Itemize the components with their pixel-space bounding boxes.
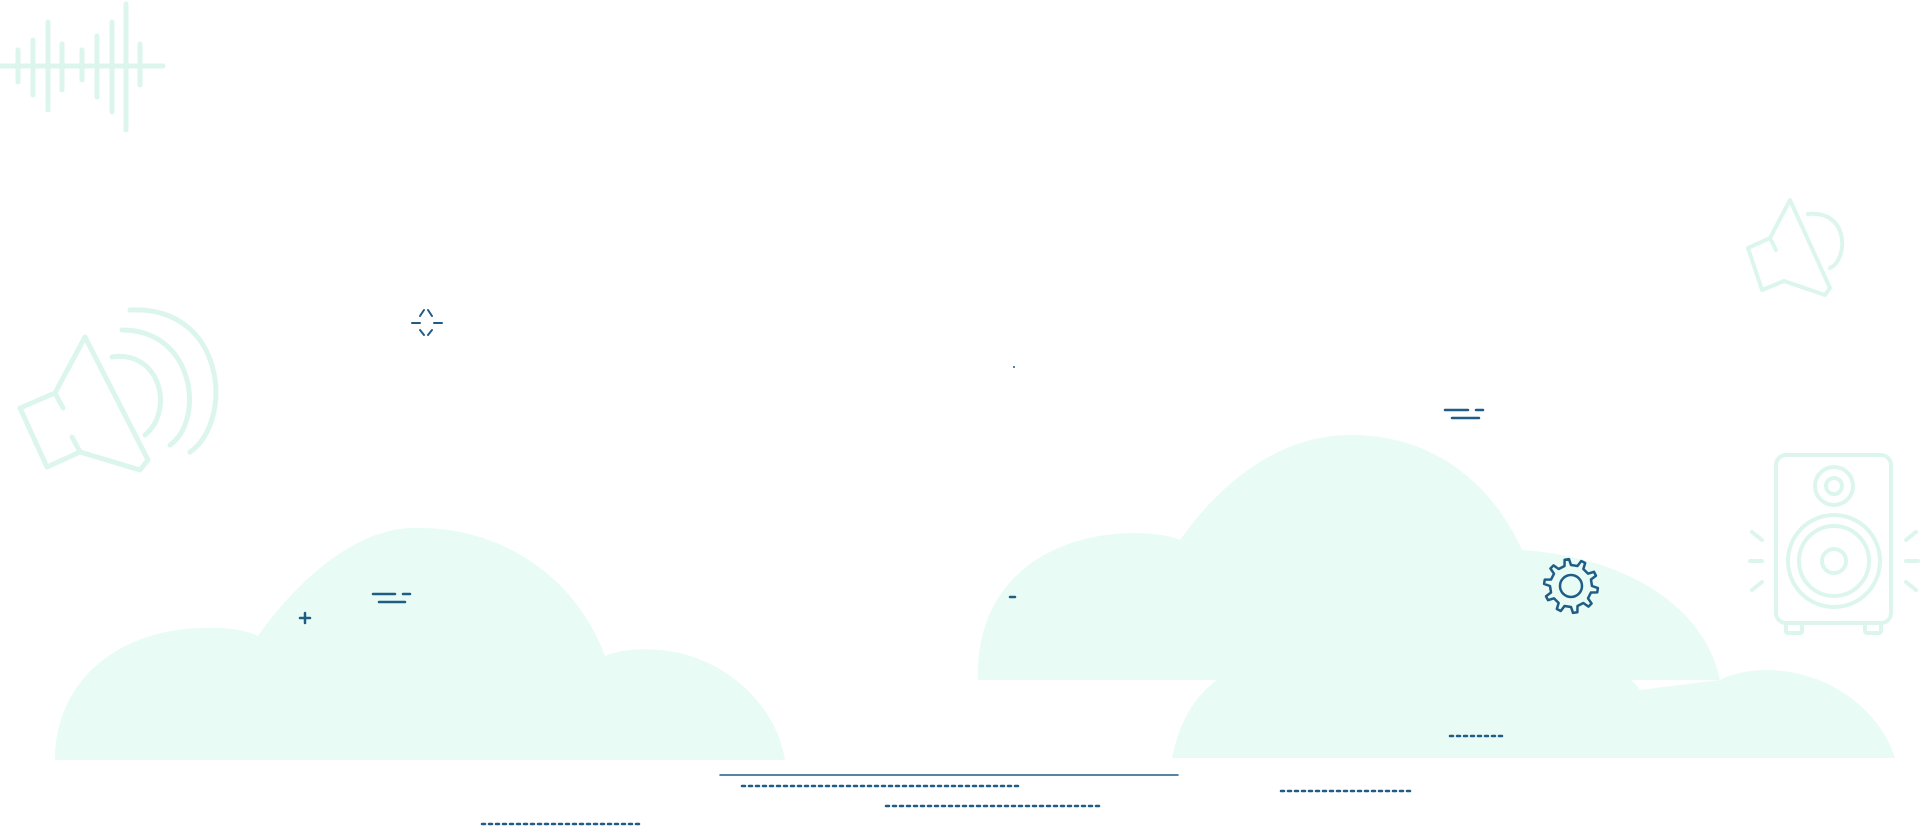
megaphone-icon-small [1746,198,1844,297]
ground-lines [480,734,1507,826]
sparkle-icon [411,309,443,336]
plus-icon [298,611,312,625]
megaphone-icon [17,307,219,473]
cloud-right-back [977,435,1720,680]
gear-icon [1542,557,1600,615]
dash-mark-left [371,592,412,604]
sound-wave-icon [0,1,166,133]
cloud-left [55,527,785,760]
speaker-icon [1748,453,1920,635]
dash-mark-top-right [1443,408,1485,420]
clouds [55,435,1895,760]
cloud-right-front [1172,656,1895,758]
tiny-dot [1013,366,1015,368]
